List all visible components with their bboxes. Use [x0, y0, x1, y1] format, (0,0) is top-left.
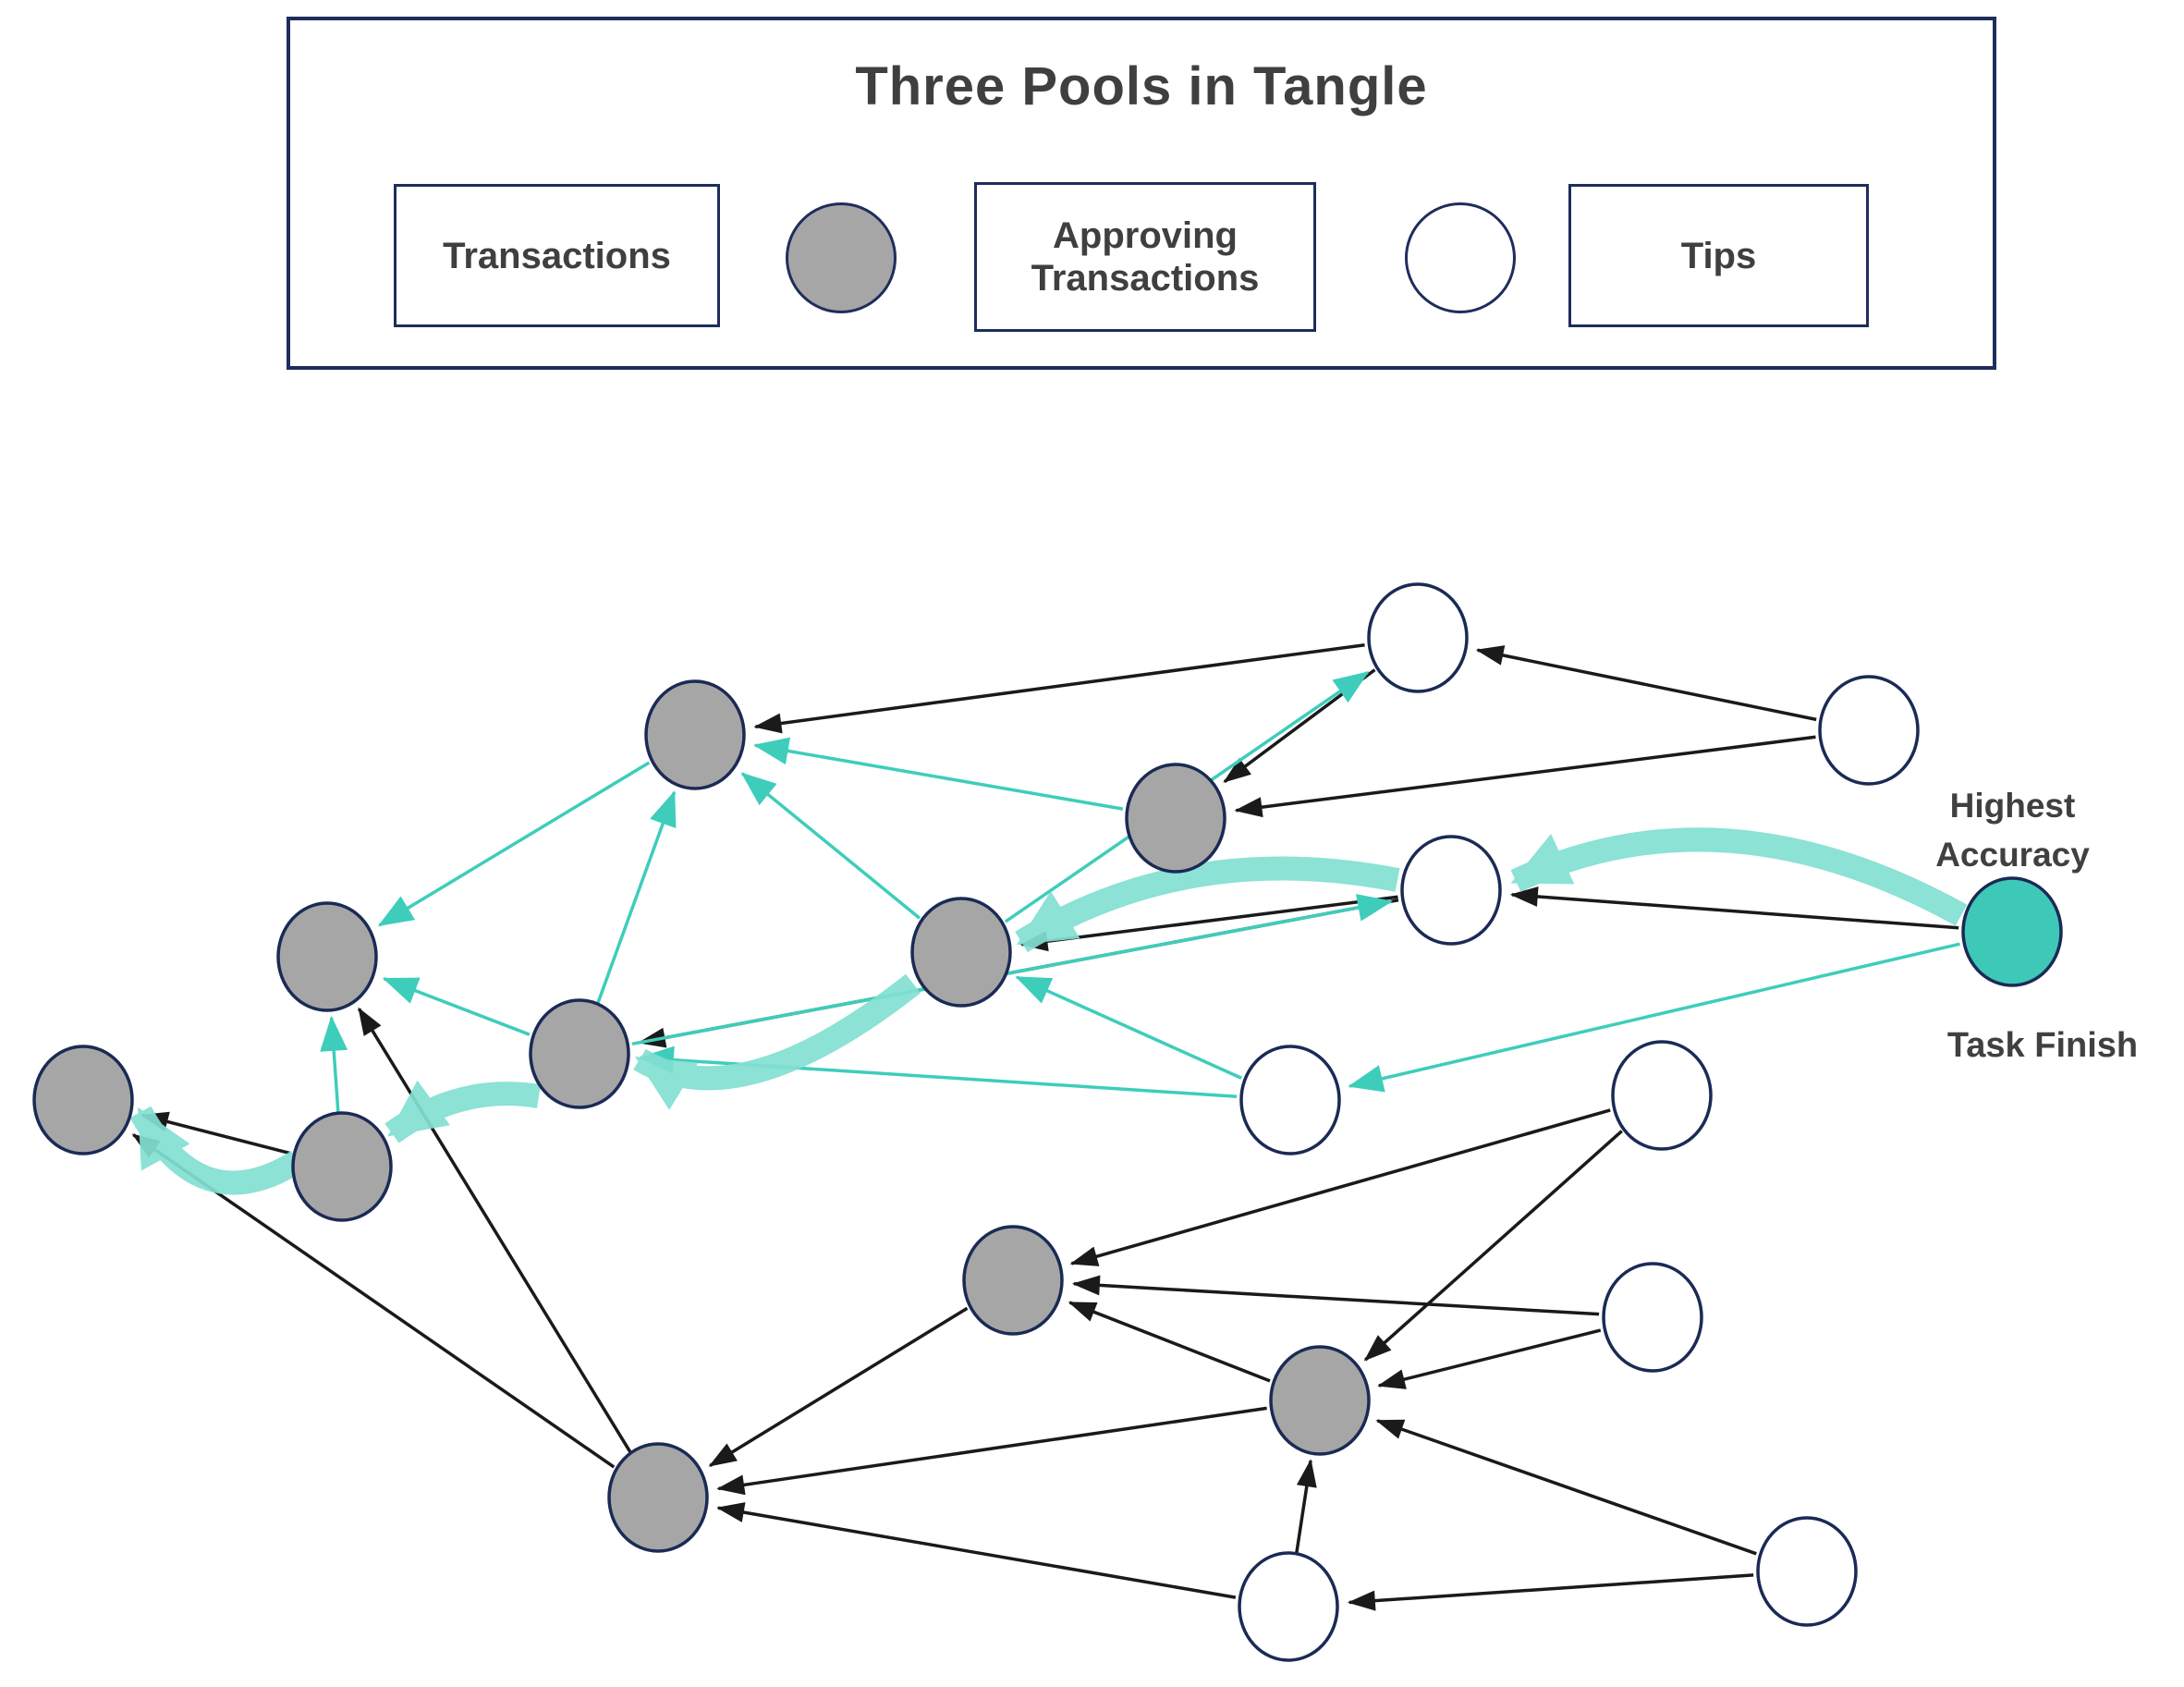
approval-edge-W6-G9 — [1377, 1328, 1602, 1389]
tip-node-W8 — [1756, 1516, 1858, 1627]
gray-transaction-circle-icon — [786, 202, 897, 313]
approval-edge-W6-G8 — [1071, 1275, 1600, 1316]
walk-segment-T-W3 — [1510, 827, 1968, 926]
highest-accuracy-line2: Accuracy — [1935, 835, 2090, 874]
approval-edge-W5-G8 — [1069, 1108, 1611, 1266]
tip-node-W1 — [1367, 582, 1469, 693]
transaction-node-G7 — [291, 1111, 393, 1222]
approval-edge-W1-G1 — [753, 642, 1365, 734]
tip-node-W7 — [1238, 1551, 1339, 1662]
tip-node-W5 — [1611, 1040, 1713, 1151]
approval-edge-T-W3 — [1509, 886, 1959, 930]
transaction-node-G4 — [276, 901, 378, 1012]
tip-node-W2 — [1818, 675, 1920, 786]
teal-edge-G3-G1 — [740, 772, 921, 920]
walk-segment-W3-G3 — [1015, 856, 1400, 953]
approval-edge-G8-G10 — [708, 1306, 969, 1468]
highest-accuracy-label: Highest Accuracy — [1867, 782, 2158, 879]
teal-edge-G1-G4 — [377, 761, 651, 927]
tip-node-W6 — [1602, 1262, 1703, 1373]
transaction-node-G3 — [910, 897, 1012, 1008]
transaction-node-G5 — [529, 998, 630, 1109]
walk-segment-G7-G6 — [129, 1106, 304, 1195]
approval-edge-W8-G9 — [1375, 1419, 1757, 1556]
legend-label-approving-transactions: Approving Transactions — [974, 182, 1316, 332]
walk-segment-G5-G7 — [384, 1080, 542, 1143]
teal-edge-G5-G4 — [382, 977, 531, 1036]
transaction-node-G10 — [607, 1442, 709, 1553]
legend-label-transactions: Transactions — [394, 184, 720, 327]
teal-edge-G5-G1 — [596, 790, 677, 1005]
tip-node-W3 — [1400, 835, 1502, 946]
walk-segment-G3-G5 — [633, 973, 921, 1110]
teal-edge-G5-W3 — [631, 894, 1394, 1046]
transaction-node-G6 — [32, 1045, 134, 1155]
approval-edge-W2-W1 — [1475, 645, 1817, 722]
approval-edge-G9-G8 — [1068, 1301, 1271, 1383]
highest-accuracy-line1: Highest — [1949, 787, 2076, 825]
approval-edge-G9-G10 — [716, 1406, 1267, 1496]
approval-edge-W8-W7 — [1347, 1573, 1754, 1611]
transaction-node-G1 — [644, 679, 746, 790]
teal-edge-W4-G3 — [1015, 975, 1242, 1080]
transaction-node-G2 — [1125, 763, 1226, 874]
tip-node-W4 — [1239, 1045, 1341, 1155]
teal-edge-G7-G4 — [320, 1015, 348, 1114]
task-finish-label: Task Finish — [1946, 1026, 2139, 1065]
transaction-node-G8 — [962, 1225, 1064, 1336]
approval-edge-W1-G2 — [1223, 668, 1376, 783]
approval-edge-W2-G2 — [1234, 735, 1816, 818]
teal-edge-G2-G1 — [753, 737, 1124, 811]
white-tip-circle-icon — [1405, 202, 1516, 313]
approval-edge-W7-G9 — [1295, 1459, 1317, 1554]
approval-edge-W7-G10 — [716, 1502, 1237, 1599]
approval-edge-W3-G3 — [1019, 895, 1398, 952]
transaction-node-G9 — [1269, 1345, 1371, 1456]
approval-edge-W5-G9 — [1363, 1130, 1623, 1362]
node-highest-accuracy-tip — [1961, 876, 2063, 987]
teal-edge-T-W4 — [1348, 942, 1960, 1093]
legend-title: Three Pools in Tangle — [855, 56, 1428, 116]
legend-label-tips: Tips — [1568, 184, 1869, 327]
legend: Three Pools in Tangle Transactions Appro… — [287, 17, 1996, 370]
